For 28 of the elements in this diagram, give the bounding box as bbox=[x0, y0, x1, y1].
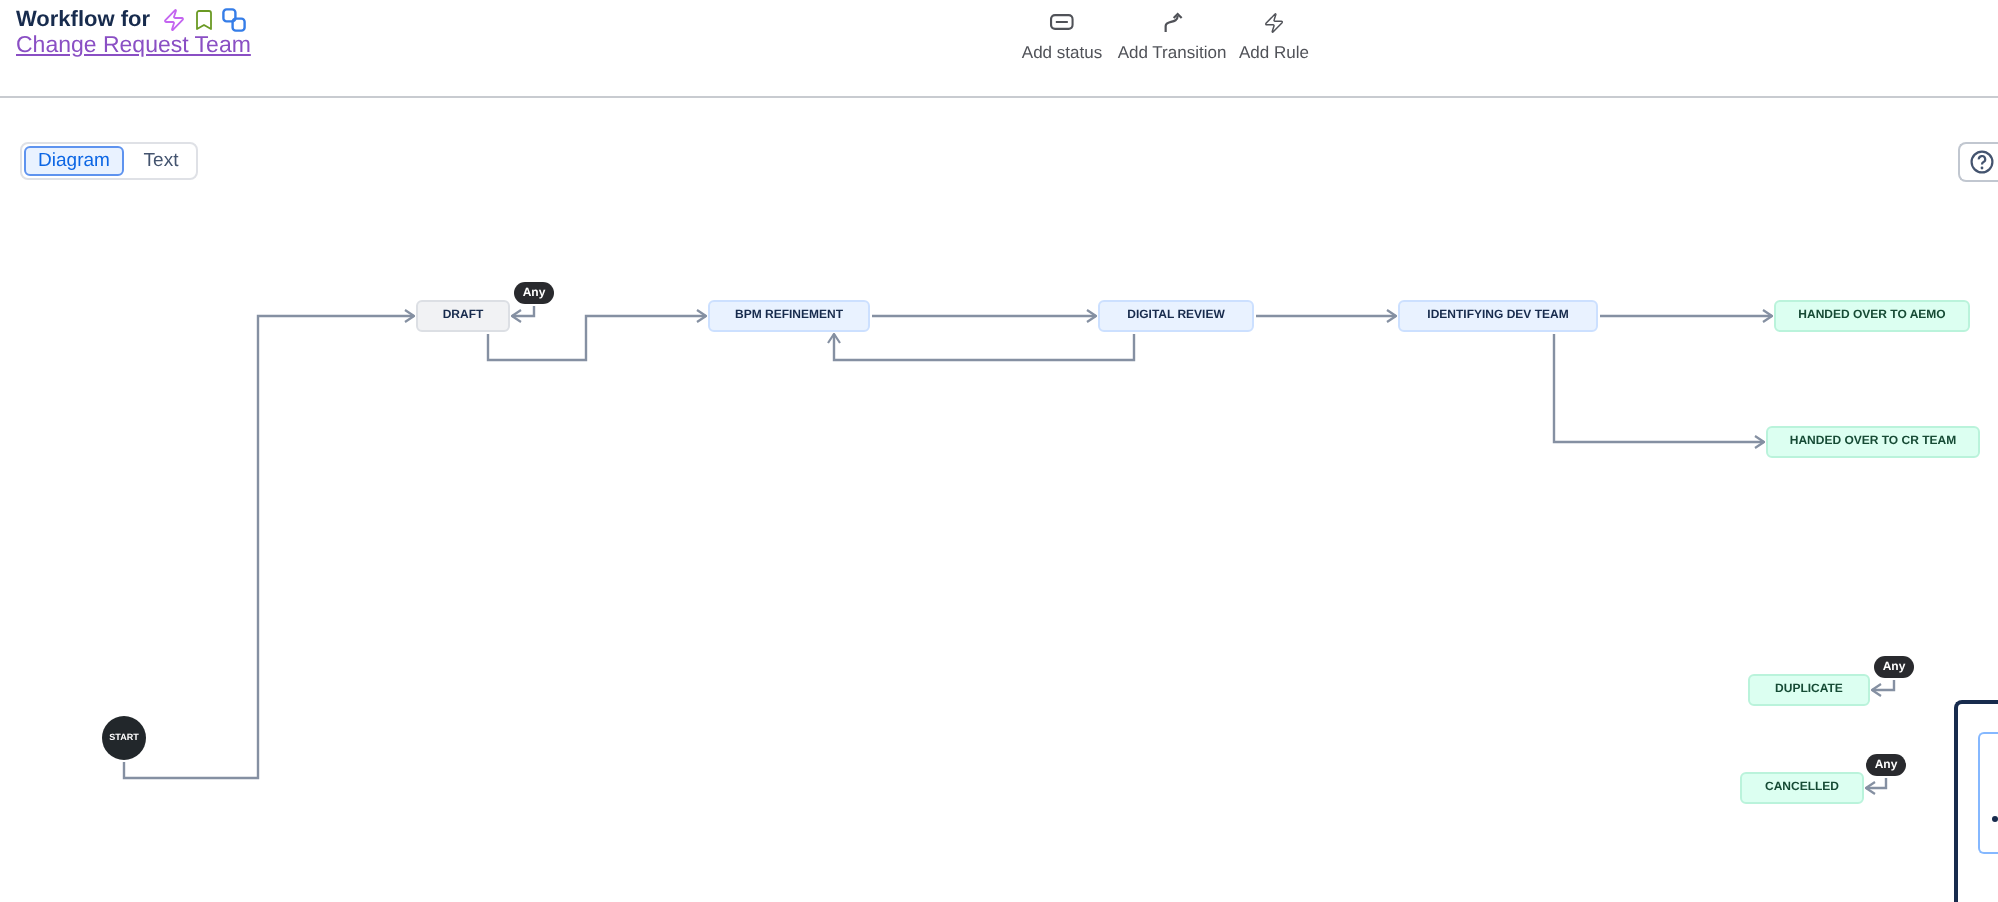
any-pill bbox=[514, 282, 554, 304]
toolbar-button: Add Transition bbox=[1117, 10, 1227, 64]
toolbar-button: Add status bbox=[1021, 10, 1103, 64]
transition-arrow bbox=[872, 308, 1098, 324]
transition-arrow bbox=[486, 308, 708, 362]
text-tab: Text bbox=[132, 146, 190, 176]
status-node bbox=[1398, 300, 1598, 332]
transition-arrow bbox=[510, 306, 536, 324]
status-node bbox=[1098, 300, 1254, 332]
transition-arrow bbox=[826, 332, 1136, 362]
status-node bbox=[708, 300, 870, 332]
transition-arrow bbox=[1864, 778, 1888, 796]
status-node bbox=[416, 300, 510, 332]
toolbar-button: Add Rule bbox=[1239, 10, 1309, 64]
status-node bbox=[1774, 300, 1970, 332]
transition-arrow bbox=[1600, 308, 1774, 324]
page-heading: Workflow for bbox=[16, 6, 151, 34]
diagram-tab: Diagram bbox=[24, 146, 124, 176]
any-pill bbox=[1866, 754, 1906, 776]
transition-arrow bbox=[1256, 308, 1398, 324]
transition-arrow bbox=[122, 308, 416, 780]
transition-arrow bbox=[1870, 680, 1896, 698]
status-node bbox=[1766, 426, 1980, 458]
team-link: Change Request Team bbox=[16, 32, 251, 62]
transition-arrow bbox=[1552, 334, 1766, 450]
status-node bbox=[1748, 674, 1870, 706]
status-node bbox=[1740, 772, 1864, 804]
any-pill bbox=[1874, 656, 1914, 678]
